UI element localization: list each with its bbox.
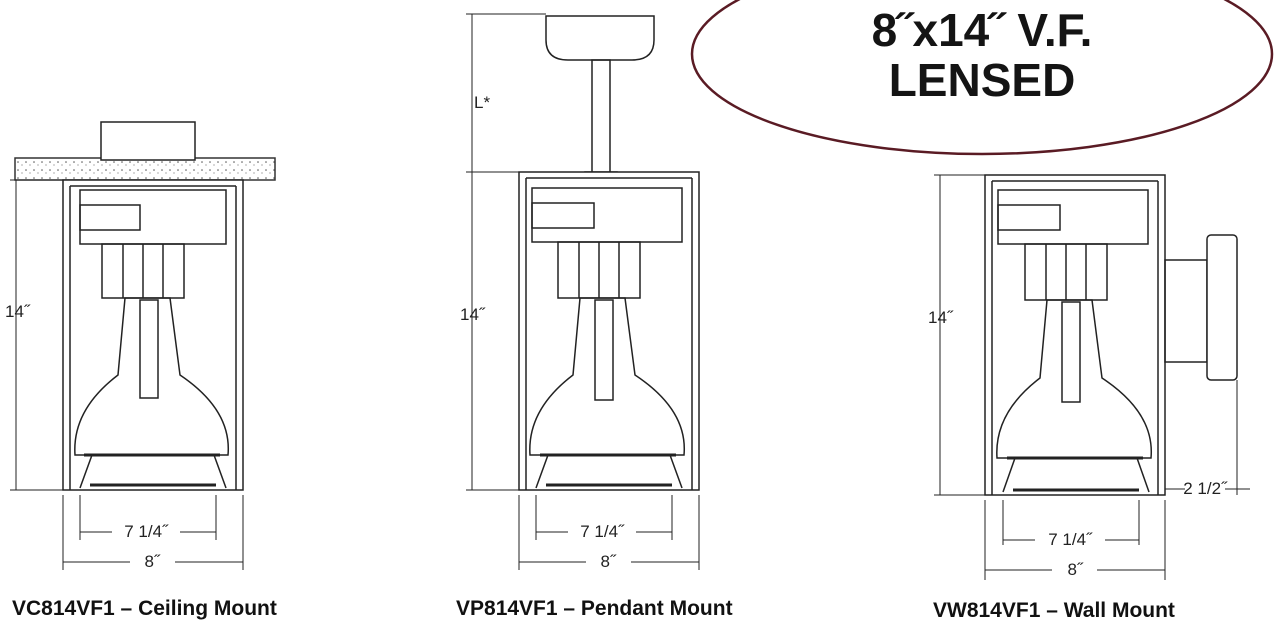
wall-height-label: 14˝ [928, 308, 954, 327]
ceiling-box [100, 121, 196, 161]
pendant-dimensions [466, 13, 700, 570]
badge-line-2: LENSED [889, 54, 1076, 106]
badge-ellipse [690, 0, 1274, 156]
ceiling-outer-width-label: 8˝ [144, 552, 160, 571]
pendant-mount-view [518, 15, 700, 491]
ceiling-housing [62, 179, 244, 491]
wall-plate [1206, 234, 1238, 381]
pendant-canopy [545, 15, 655, 61]
pendant-reflector [529, 297, 686, 456]
ceiling-inner-width-label: 7 1/4˝ [124, 522, 169, 541]
wall-mount-view [984, 174, 1238, 496]
product-badge: 8˝x14˝ V.F. LENSED [690, 0, 1274, 156]
wall-caption: VW814VF1 – Wall Mount [933, 599, 1175, 622]
pendant-height-label: 14˝ [460, 305, 486, 324]
pendant-stem-label: L* [474, 93, 490, 112]
ceiling-dimensions [10, 179, 244, 570]
wall-arm [1164, 259, 1208, 363]
wall-offset-label: 2 1/2˝ [1183, 479, 1228, 498]
pendant-housing [518, 171, 700, 491]
pendant-inner-width-label: 7 1/4˝ [580, 522, 625, 541]
wall-outer-width-label: 8˝ [1067, 560, 1083, 579]
ceiling-mount-view [14, 121, 276, 491]
wall-inner-width-label: 7 1/4˝ [1048, 530, 1093, 549]
wall-housing [984, 174, 1166, 496]
pendant-outer-width-label: 8˝ [600, 552, 616, 571]
pendant-stem [591, 59, 611, 176]
ceiling-reflector [74, 297, 230, 456]
ceiling-slab [14, 157, 276, 181]
wall-dimensions [934, 174, 1250, 580]
pendant-caption: VP814VF1 – Pendant Mount [456, 597, 733, 620]
badge-line-1: 8˝x14˝ V.F. [872, 4, 1093, 56]
wall-reflector [996, 299, 1153, 459]
ceiling-caption: VC814VF1 – Ceiling Mount [12, 597, 277, 620]
ceiling-height-label: 14˝ [5, 302, 31, 321]
